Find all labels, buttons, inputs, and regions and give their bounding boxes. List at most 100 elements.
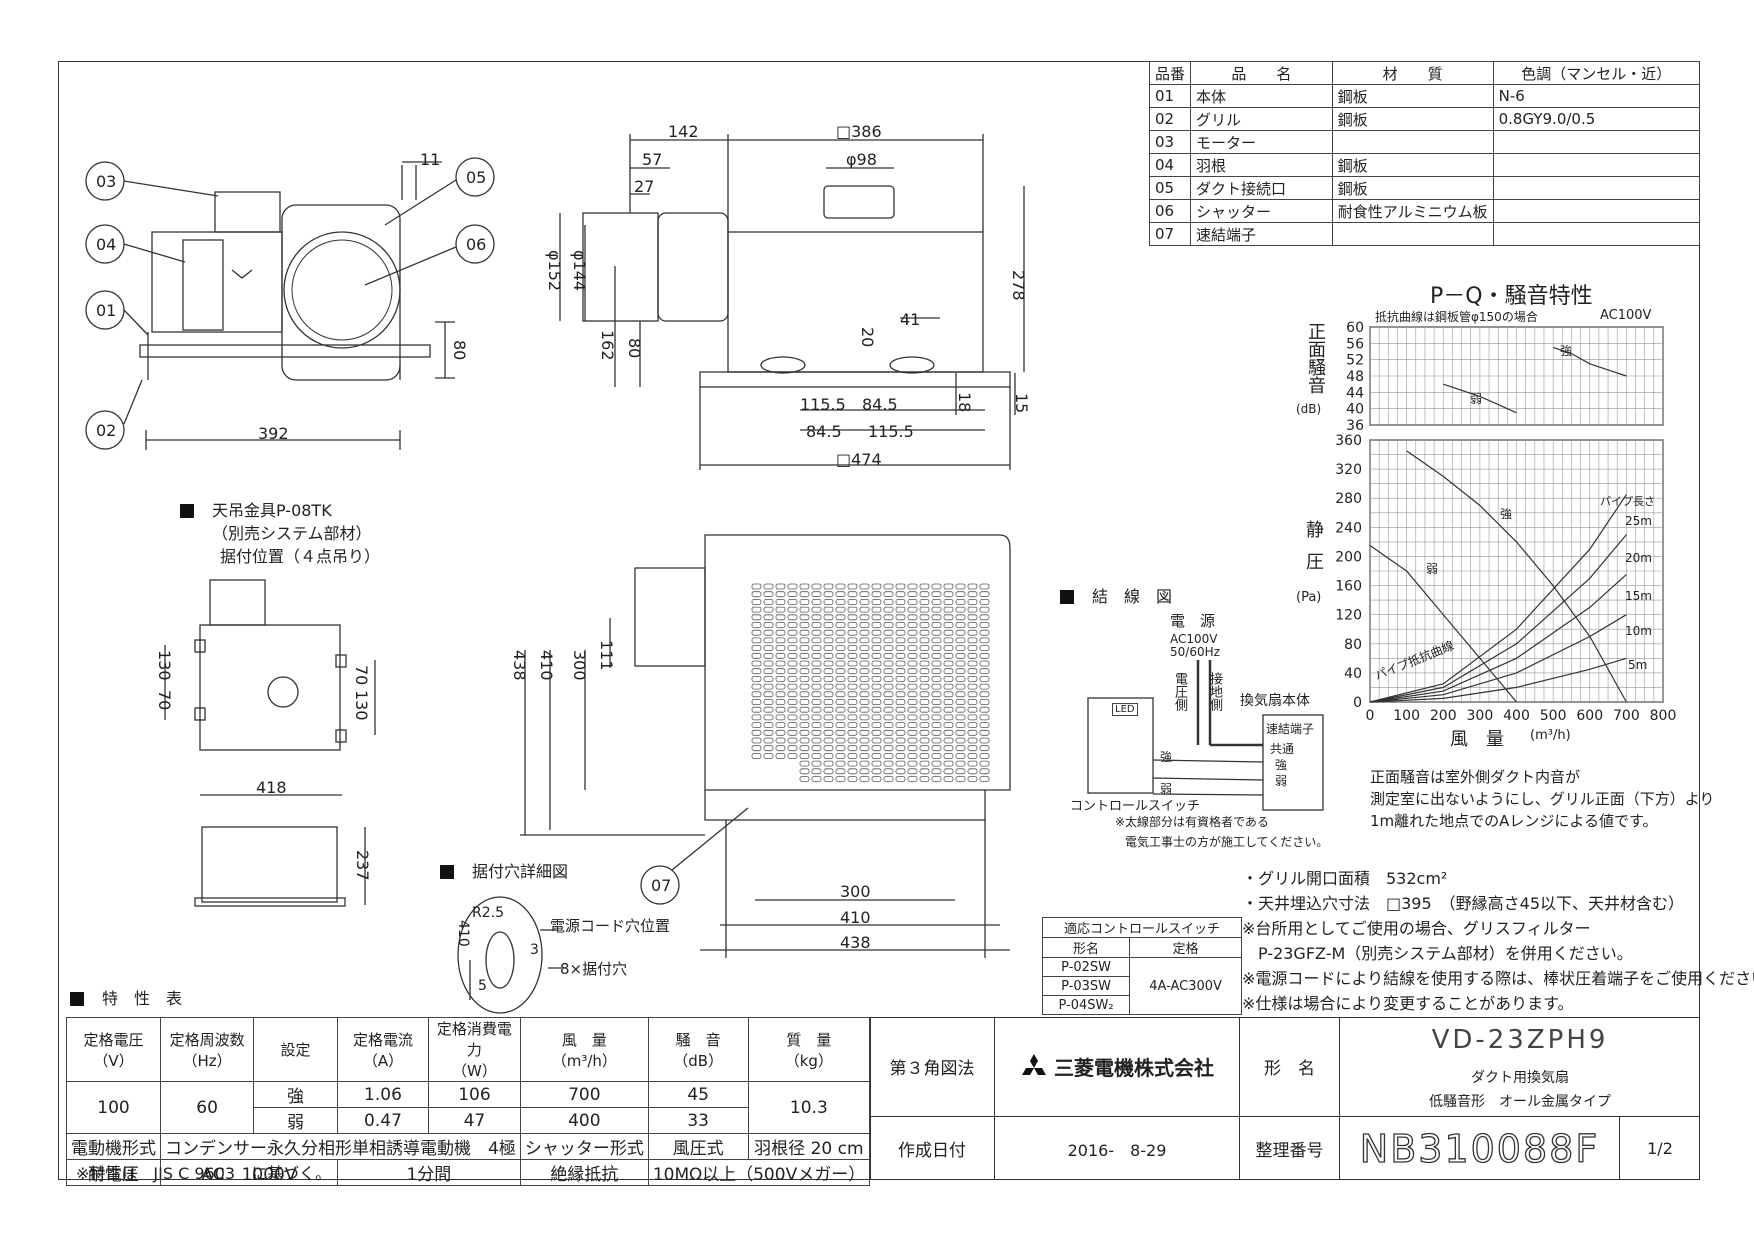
noise-ytick: 52 — [1346, 353, 1364, 369]
grille-slot — [811, 622, 822, 628]
grille-slot — [823, 760, 834, 767]
grille-slot — [799, 645, 810, 651]
spec-withstand-value: AC 1000V — [160, 1159, 338, 1186]
grille-slot — [811, 676, 822, 682]
grille-slot — [943, 660, 954, 667]
grille-slot — [799, 722, 810, 728]
grille-slot — [787, 645, 798, 651]
spec-airflow: 400 — [519, 1107, 649, 1134]
grille-slot — [811, 745, 822, 752]
grille-slot — [919, 622, 930, 628]
grille-slot — [943, 768, 954, 775]
grille-slot — [751, 652, 762, 659]
grille-slot — [751, 614, 762, 621]
grille-slot — [835, 622, 846, 628]
dim-label: 237 — [353, 850, 372, 881]
grille-slot — [979, 645, 990, 651]
grille-slot — [955, 691, 966, 698]
grille-slot — [751, 676, 762, 682]
grille-slot — [799, 652, 810, 659]
dim-label: 410 — [840, 908, 871, 927]
grille-slot — [751, 591, 762, 598]
grille-slot — [847, 722, 858, 728]
spec-blade-unit: cm — [837, 1139, 864, 1159]
grille-slot — [979, 614, 990, 621]
grille-slot — [931, 699, 942, 705]
grille-slot — [811, 660, 822, 667]
grille-slot — [979, 637, 990, 644]
dim-label: 278 — [1009, 270, 1028, 301]
grille-slot — [907, 768, 918, 775]
grille-slot — [823, 706, 834, 713]
grille-slot — [799, 591, 810, 598]
grille-slot — [931, 622, 942, 628]
spec-motor-value: コンデンサー永久分相形単相誘導電動機 4極 — [160, 1133, 521, 1160]
grille-slot — [955, 714, 966, 721]
grille-slot — [847, 606, 858, 613]
grille-slot — [799, 768, 810, 775]
grille-slot — [859, 729, 870, 736]
grille-slot — [871, 599, 882, 605]
grille-slot — [967, 714, 978, 721]
grille-slot — [895, 622, 906, 628]
spec-blade: 羽根径 20 cm — [747, 1133, 871, 1160]
grille-slot — [847, 622, 858, 628]
note-1: ・天井埋込穴寸法 □395 （野縁高さ45以下、天井材含む） — [1242, 894, 1685, 913]
grille-slot — [883, 637, 894, 644]
grille-slot — [931, 652, 942, 659]
drawing-number: NB310088F — [1340, 1117, 1620, 1180]
grille-slot — [907, 760, 918, 767]
grille-slot — [883, 729, 894, 736]
chart-note-2: 測定室に出ないようにし、グリル正面（下方）より — [1370, 790, 1715, 808]
grille-slot — [895, 706, 906, 713]
grille-slot — [871, 683, 882, 690]
grille-slot — [811, 668, 822, 675]
grille-slot — [775, 591, 786, 598]
grille-slot — [823, 668, 834, 675]
grille-slot — [859, 622, 870, 628]
grille-slot — [859, 668, 870, 675]
dim-label: 20 — [858, 327, 877, 348]
grille-slot — [955, 599, 966, 605]
dim-label: 410 — [537, 650, 556, 681]
grille-slot — [763, 645, 774, 651]
grille-slot — [823, 768, 834, 775]
pq-xtick: 600 — [1576, 708, 1603, 724]
pq-xtick: 700 — [1613, 708, 1640, 724]
spec-shutter-label: シャッター形式 — [519, 1133, 649, 1160]
grille-slot — [835, 660, 846, 667]
spec-header-cell: 定格周波数 （Hz） — [159, 1017, 255, 1082]
grille-slot — [787, 714, 798, 721]
grille-slot — [775, 668, 786, 675]
grille-slot — [883, 622, 894, 628]
callout-06: 06 — [466, 235, 487, 254]
grille-slot — [835, 699, 846, 705]
grille-slot — [931, 668, 942, 675]
grille-slot — [751, 737, 762, 744]
grille-slot — [763, 629, 774, 636]
grille-slot — [919, 776, 930, 782]
grille-slot — [847, 629, 858, 636]
grille-slot — [955, 676, 966, 682]
grille-slot — [799, 745, 810, 752]
grille-slot — [883, 606, 894, 613]
parts-cell — [1331, 130, 1494, 154]
pq-yunit: (Pa) — [1296, 590, 1322, 605]
dim-label: 300 — [840, 882, 871, 901]
spec-mass: 10.3 — [747, 1081, 871, 1134]
grille-slot — [811, 591, 822, 598]
grille-slot — [799, 760, 810, 767]
chart-subtitle: 抵抗曲線は鋼板管φ150の場合 — [1375, 310, 1538, 324]
grille-slot — [799, 691, 810, 698]
grille-slot — [811, 645, 822, 651]
section-marker — [180, 504, 194, 518]
grille-slot — [835, 668, 846, 675]
projection-label: 第３角図法 — [870, 1017, 995, 1117]
grille-slot — [979, 606, 990, 613]
parts-cell: 02 — [1148, 107, 1192, 131]
grille-slot — [787, 629, 798, 636]
grille-slot — [967, 622, 978, 628]
grille-slot — [931, 676, 942, 682]
grille-slot — [859, 714, 870, 721]
